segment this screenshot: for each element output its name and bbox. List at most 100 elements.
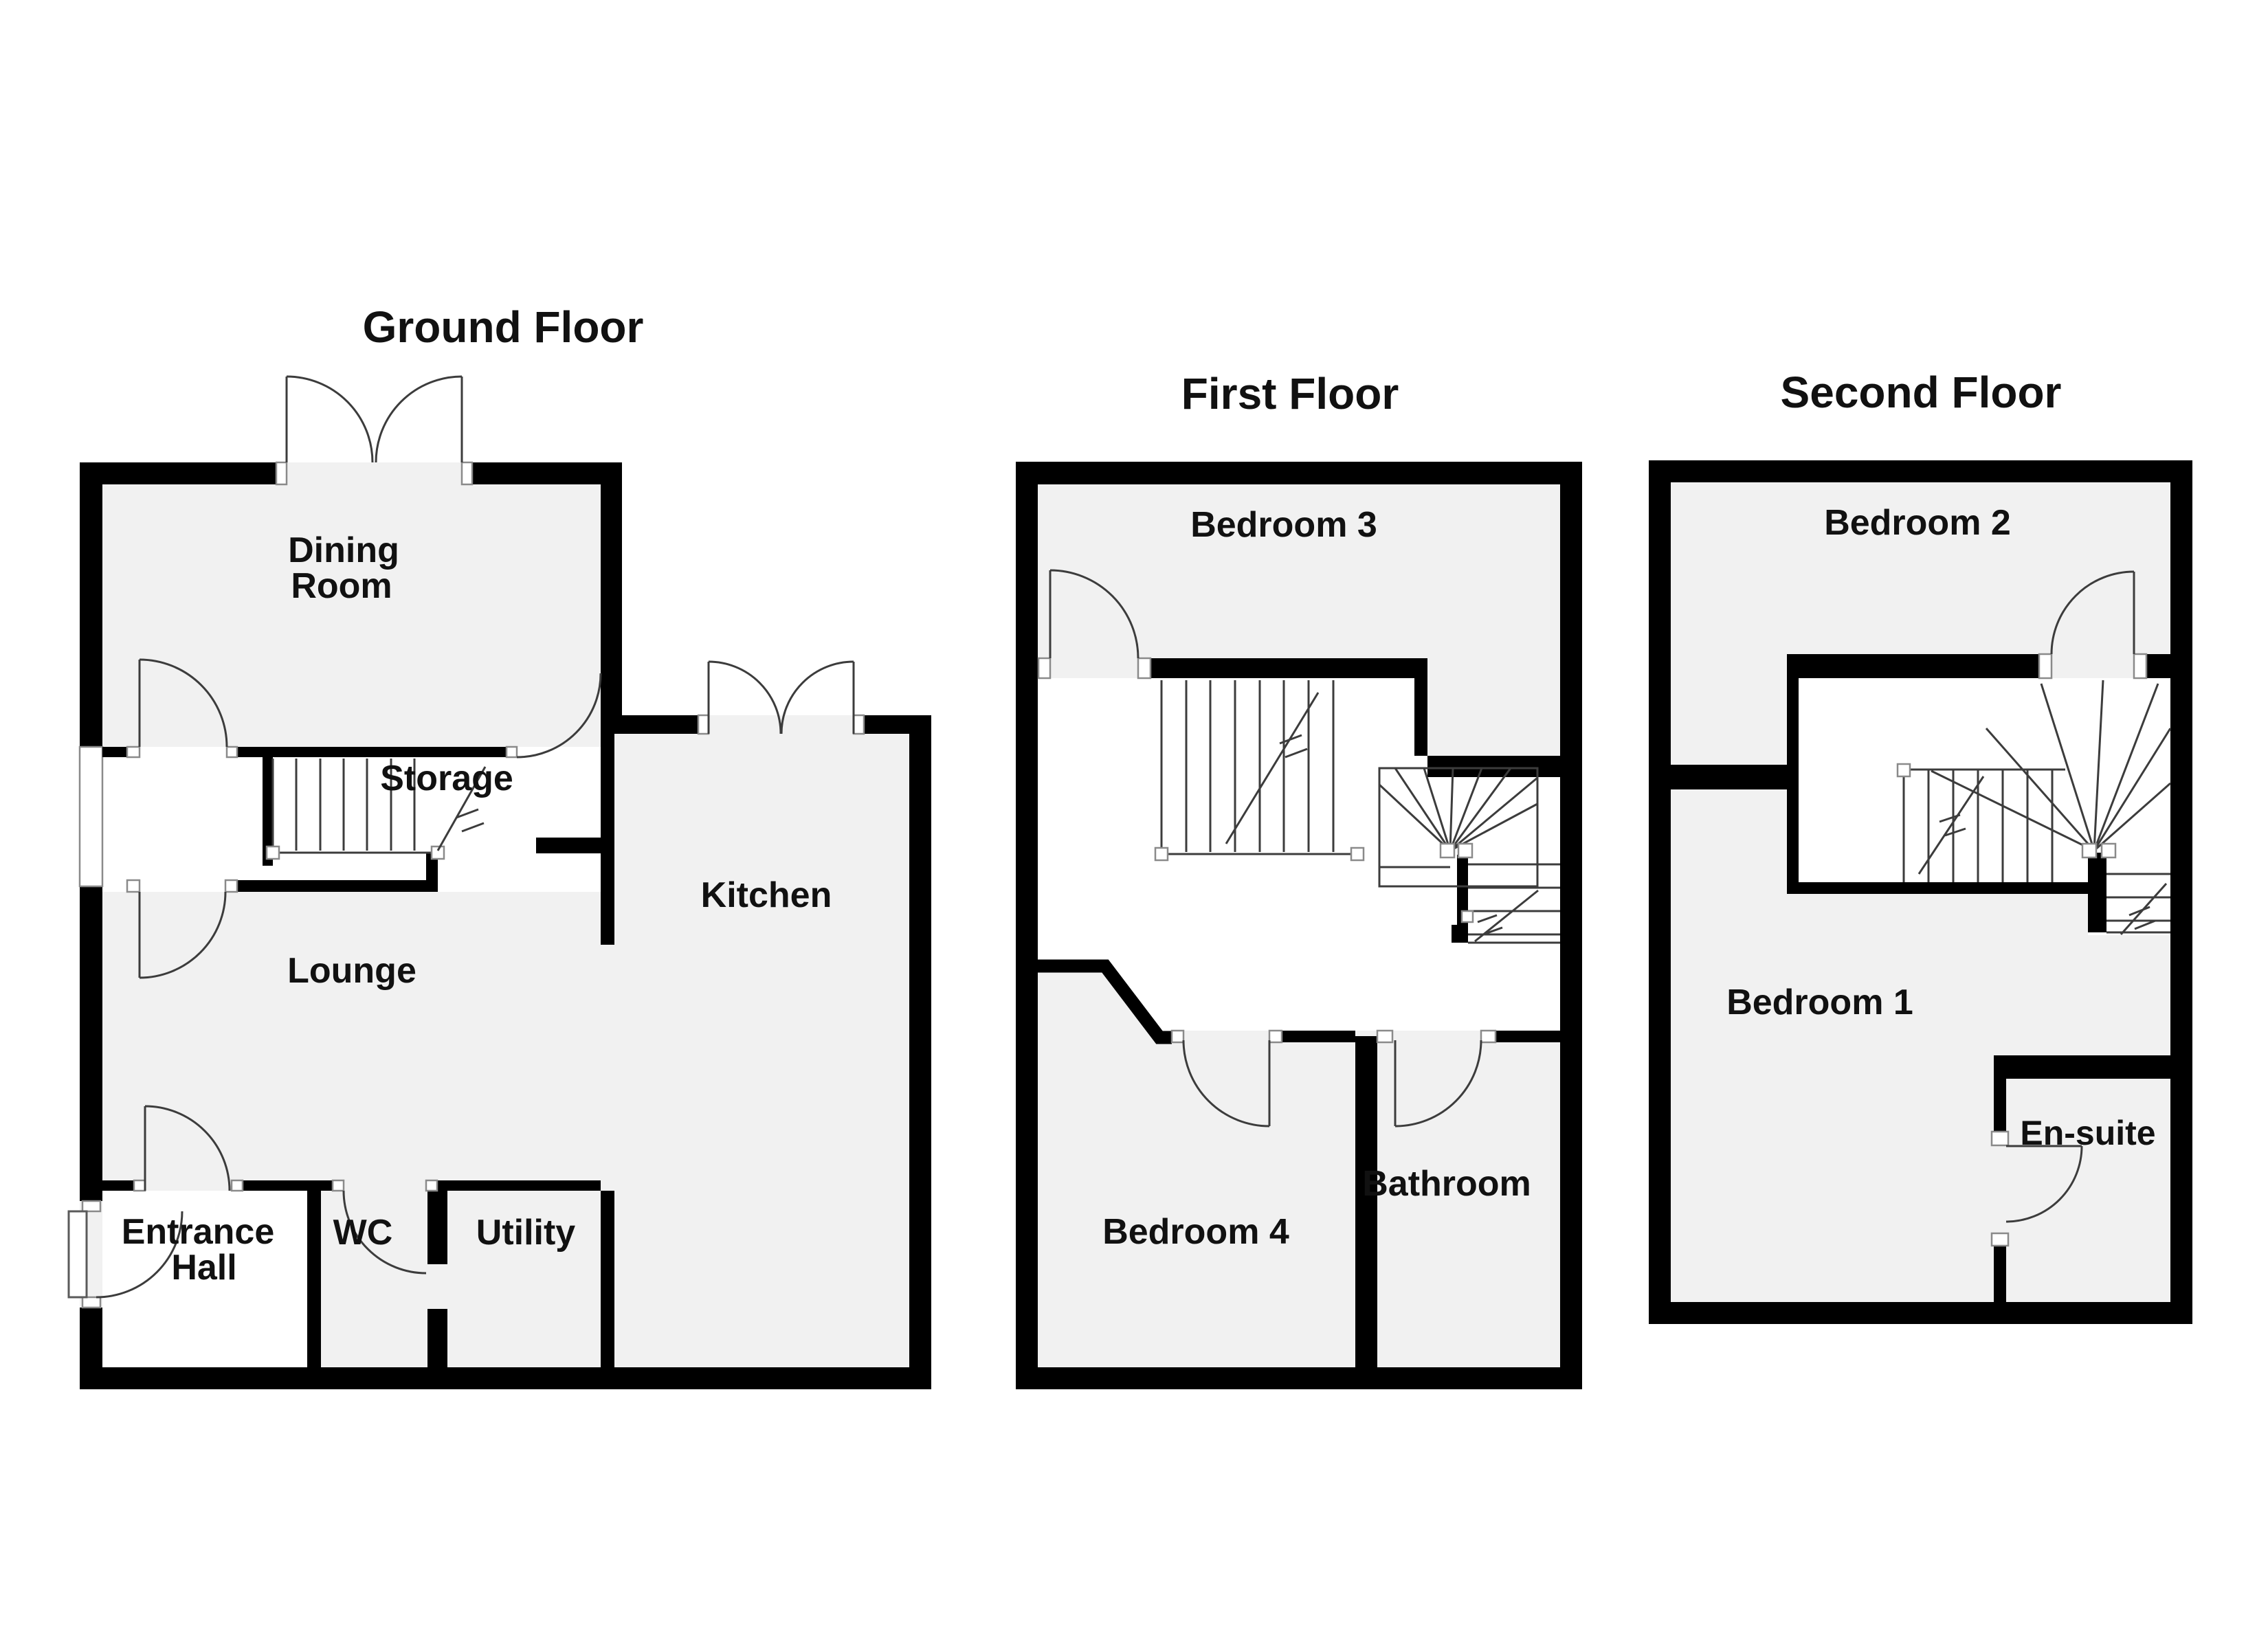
second-floor-winder-stairs xyxy=(1931,680,2172,859)
wall xyxy=(2170,460,2192,1324)
wall xyxy=(1016,959,1172,1044)
second-floor-stairwell xyxy=(1799,678,2170,894)
ground-floor-plan: Dining Room Storage Lounge Kitchen Entra… xyxy=(67,302,931,1389)
first-floor-staircase-down xyxy=(1154,680,1365,862)
wall xyxy=(1150,658,1427,678)
stairs-direction-arrow xyxy=(1917,776,1985,875)
bedroom2-door xyxy=(2038,570,2148,680)
room-label-dining-line1: Dining xyxy=(288,530,399,570)
handrail-post xyxy=(1896,763,1911,778)
door-frame xyxy=(425,1179,438,1192)
door-frame xyxy=(852,714,865,735)
second-floor-staircase-straight xyxy=(1896,763,2065,882)
wall xyxy=(1660,765,1799,789)
first-floor-winder-stairs xyxy=(1378,767,1539,888)
wall xyxy=(1016,462,1582,484)
stairs-direction-arrow xyxy=(1474,889,1539,943)
second-floor-plan: Bedroom 2 Bedroom 1 En-suite Second Floo… xyxy=(1649,368,2192,1324)
window-segment xyxy=(78,745,104,888)
ground-floor-title: Ground Floor xyxy=(363,302,644,352)
ground-staircase xyxy=(265,759,487,860)
wall xyxy=(1994,1055,2170,1079)
wall xyxy=(1282,1031,1355,1042)
lounge-hall-door xyxy=(133,1105,244,1192)
wall xyxy=(427,1309,447,1367)
wall xyxy=(80,462,102,747)
wall xyxy=(80,886,102,1201)
stairs-direction-arrow xyxy=(2120,883,2168,935)
ensuite-door xyxy=(1990,1130,2083,1247)
room-label-bathroom: Bathroom xyxy=(1362,1164,1531,1204)
wall xyxy=(1787,654,2051,678)
room-label-utility: Utility xyxy=(476,1213,576,1253)
stairs-storage-band xyxy=(80,747,601,892)
wall xyxy=(243,1180,333,1191)
wc-door xyxy=(331,1179,438,1275)
wall xyxy=(80,1308,102,1389)
handrail-post xyxy=(2081,842,2098,859)
wall xyxy=(437,1180,601,1191)
first-floor-staircase-up xyxy=(1460,863,1560,944)
handrail-post xyxy=(1460,910,1474,923)
door-frame xyxy=(81,1296,102,1309)
wall xyxy=(472,462,622,484)
wall xyxy=(1994,1079,2006,1132)
bathroom-floor xyxy=(1366,1042,1560,1367)
door-frame xyxy=(1480,1029,1497,1044)
room-label-entrance-line1: Entrance xyxy=(122,1212,275,1252)
stairs-direction-arrow xyxy=(436,766,487,851)
door-frame xyxy=(126,879,141,893)
wall xyxy=(237,747,507,757)
wall xyxy=(426,852,438,892)
door-frame xyxy=(1990,1130,2010,1147)
handrail-post xyxy=(430,845,445,860)
door-frame xyxy=(1376,1029,1394,1044)
wall xyxy=(1414,678,1427,756)
wall xyxy=(237,880,438,892)
door-frame xyxy=(1268,1029,1283,1044)
wall xyxy=(1560,462,1582,1389)
kitchen-patio-double-door xyxy=(697,660,865,735)
room-label-ensuite: En-suite xyxy=(2020,1114,2155,1152)
door-frame xyxy=(1990,1232,2010,1247)
door-frame xyxy=(460,461,474,486)
handrail-post xyxy=(2100,842,2117,859)
bathroom-door xyxy=(1376,1029,1497,1128)
wall xyxy=(263,757,273,866)
wall xyxy=(536,838,601,853)
dining-patio-double-door xyxy=(275,375,474,486)
room-label-bedroom3: Bedroom 3 xyxy=(1190,505,1377,545)
door-frame xyxy=(505,745,518,759)
bedroom4-floor xyxy=(1038,972,1366,1367)
wall xyxy=(102,1180,134,1191)
entrance-hall-floor xyxy=(102,1191,307,1367)
door-frame xyxy=(1137,657,1152,680)
wall xyxy=(80,462,276,484)
wall xyxy=(601,1191,614,1367)
entrance-front-door xyxy=(67,1200,184,1309)
door-frame xyxy=(81,1200,102,1213)
handrail-post xyxy=(1457,842,1474,859)
door-frame xyxy=(2038,653,2053,680)
wall xyxy=(307,1191,321,1367)
door-frame xyxy=(126,745,141,759)
wall xyxy=(1649,460,2192,482)
wall xyxy=(601,715,698,734)
wall xyxy=(601,462,622,734)
wall xyxy=(601,734,614,945)
door-frame xyxy=(224,879,238,893)
door-frame xyxy=(1037,657,1052,680)
room-label-bedroom2: Bedroom 2 xyxy=(1824,503,2011,543)
ground-floor-footprint xyxy=(80,462,931,1389)
first-floor-plan: Bedroom 3 Bedroom 4 Bathroom First Floor xyxy=(1016,369,1582,1389)
cupboard-bottom-door xyxy=(126,879,238,979)
cupboard-top-door xyxy=(126,658,238,759)
handrail-post xyxy=(1439,842,1456,859)
second-floor-title: Second Floor xyxy=(1781,368,2062,417)
handrail-post xyxy=(1154,846,1169,862)
door-frame xyxy=(2133,653,2148,680)
room-label-entrance-line2: Hall xyxy=(171,1248,236,1288)
room-label-bedroom1: Bedroom 1 xyxy=(1726,983,1913,1022)
